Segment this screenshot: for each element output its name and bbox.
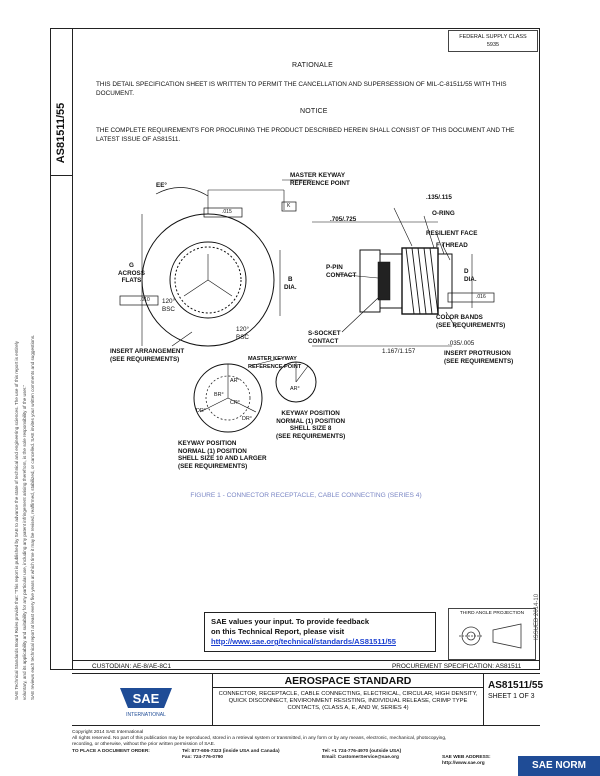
vertical-doc-number: AS81511/55: [50, 90, 72, 176]
sae-logo-icon: SAE INTERNATIONAL: [120, 688, 172, 718]
label-d-dia: D DIA.: [464, 268, 477, 283]
label-120-left: 120° BSC: [162, 298, 176, 313]
sae-logo: SAE INTERNATIONAL: [116, 684, 176, 720]
feedback-line-2: on this Technical Report, please visit: [211, 627, 345, 636]
projection-symbol: [459, 623, 522, 649]
standard-header: AEROSPACE STANDARD: [212, 674, 484, 688]
label-f-thread: F THREAD: [436, 242, 468, 249]
web-address: SAE WEB ADDRESS: http://www.sae.org: [442, 754, 491, 766]
label-g-across-flats: G ACROSS FLATS: [118, 262, 145, 284]
label-color-bands: COLOR BANDS (SEE REQUIREMENTS): [436, 314, 506, 329]
logo-subtext: INTERNATIONAL: [126, 712, 166, 718]
label-dim-135: .135/.115: [426, 194, 452, 201]
fsc-text: FEDERAL SUPPLY CLASS 5935: [459, 34, 527, 48]
custodian-text: CUSTODIAN: AE-8/AE-8C1: [92, 663, 172, 670]
notice-text: THE COMPLETE REQUIREMENTS FOR PROCURING …: [96, 127, 515, 143]
rationale-heading: RATIONALE: [292, 62, 333, 69]
label-insert-arrangement: INSERT ARRANGEMENT (SEE REQUIREMENTS): [110, 348, 185, 363]
tel-intl: Tel: +1 724-776-4970 (outside USA): [322, 748, 402, 754]
label-oring: O-RING: [432, 210, 455, 217]
label-datum-k: K: [287, 203, 291, 209]
third-angle-label: THIRD ANGLE PROJECTION: [459, 611, 525, 616]
label-ee-angle: EE°: [156, 182, 167, 189]
feedback-link[interactable]: http://www.sae.org/technical/standards/A…: [211, 637, 396, 646]
rationale-text: THIS DETAIL SPECIFICATION SHEET IS WRITT…: [96, 81, 507, 97]
copyright-line-2: All rights reserved. No part of this pub…: [72, 736, 447, 742]
label-master-keyway-small: MASTER KEYWAY REFERENCE POINT: [248, 356, 302, 370]
label-ar-2: AR°: [290, 386, 300, 392]
contact-row: Fax: 724-776-0790 Email: CustomerService…: [72, 754, 532, 766]
label-keyway-size-8: KEYWAY POSITION NORMAL (1) POSITION SHEL…: [276, 410, 346, 440]
third-angle-projection-box: THIRD ANGLE PROJECTION: [448, 608, 536, 660]
front-insert-outer: [169, 241, 247, 319]
custodian-row: CUSTODIAN: AE-8/AE-8C1 PROCUREMENT SPECI…: [72, 660, 540, 674]
label-resilient-face: RESILIENT FACE: [426, 230, 478, 237]
revision-code: ISSUED 2014-10: [534, 560, 548, 640]
label-master-keyway: MASTER KEYWAY REFERENCE POINT: [290, 172, 350, 187]
label-120-bottom: 120° BSC: [236, 326, 250, 341]
order-row: TO PLACE A DOCUMENT ORDER: Tel: 877-606-…: [72, 749, 532, 755]
legal-line-1: SAE Technical Standards Board Rules prov…: [14, 341, 19, 700]
label-ar-1: AR°: [230, 378, 240, 384]
connector-drawing: [119, 179, 495, 433]
logo-text: SAE: [133, 691, 160, 706]
notice-heading: NOTICE: [300, 108, 328, 115]
fax: Fax: 724-776-0790: [182, 754, 224, 760]
standard-title: CONNECTOR, RECEPTACLE, CABLE CONNECTING,…: [212, 688, 484, 726]
label-cr: CR°: [230, 400, 240, 406]
sheet-of: SHEET 1 OF 3: [488, 693, 535, 700]
legal-line-3: SAE reviews each technical report at lea…: [30, 334, 35, 700]
label-dr-2: DR°: [242, 416, 252, 422]
title-block: SAE INTERNATIONAL AEROSPACE STANDARD CON…: [72, 674, 544, 726]
saenorm-watermark: SAE NORM: [518, 756, 600, 776]
label-ssocket-contact: S-SOCKET CONTACT: [308, 330, 341, 345]
label-dr-1: DR°: [196, 408, 206, 414]
label-tol-top: .015: [222, 209, 232, 215]
legal-line-2: voluntary, and its applicability and sui…: [22, 384, 27, 700]
label-ppin-contact: P-PIN CONTACT: [326, 264, 357, 279]
page-frame: [72, 28, 540, 670]
sheet-box: AS81511/55 SHEET 1 OF 3: [484, 674, 544, 726]
copyright-block: Copyright 2014 SAE International All rig…: [72, 730, 532, 766]
sheet-doc-number: AS81511/55: [488, 680, 544, 691]
label-dim-1167: 1.167/1.157: [382, 348, 416, 355]
copyright-line-1: Copyright 2014 SAE International: [72, 730, 144, 735]
label-dim-705: .705/.725: [330, 216, 357, 223]
procurement-text: PROCUREMENT SPECIFICATION: AS81511: [392, 663, 522, 670]
label-tol-d: .016: [476, 294, 486, 300]
feedback-box: SAE values your input. To provide feedba…: [204, 612, 436, 652]
label-dim-035: .035/.005: [448, 340, 475, 347]
vertical-doc-number-text: AS81511/55: [55, 102, 67, 163]
feedback-line-1: SAE values your input. To provide feedba…: [211, 617, 370, 626]
email: Email: CustomerService@sae.org: [322, 754, 399, 760]
label-br: BR°: [214, 392, 224, 398]
order-label: TO PLACE A DOCUMENT ORDER:: [72, 748, 150, 754]
copyright-line-3: recording, or otherwise, without the pri…: [72, 742, 216, 748]
left-margin-column: [50, 28, 72, 670]
label-insert-protrusion: INSERT PROTRUSION (SEE REQUIREMENTS): [444, 350, 514, 365]
label-keyway-size-10: KEYWAY POSITION NORMAL (1) POSITION SHEL…: [178, 440, 267, 470]
legal-notice-vertical: SAE Technical Standards Board Rules prov…: [6, 335, 66, 700]
label-tol-g: .010: [140, 297, 150, 303]
tel-us: Tel: 877-606-7323 (inside USA and Canada…: [182, 748, 280, 754]
front-insert-inner: [174, 246, 242, 314]
federal-supply-class-box: FEDERAL SUPPLY CLASS 5935: [448, 30, 538, 52]
figure-caption: FIGURE 1 - CONNECTOR RECEPTACLE, CABLE C…: [190, 492, 422, 499]
label-b-dia: B DIA.: [284, 276, 297, 291]
